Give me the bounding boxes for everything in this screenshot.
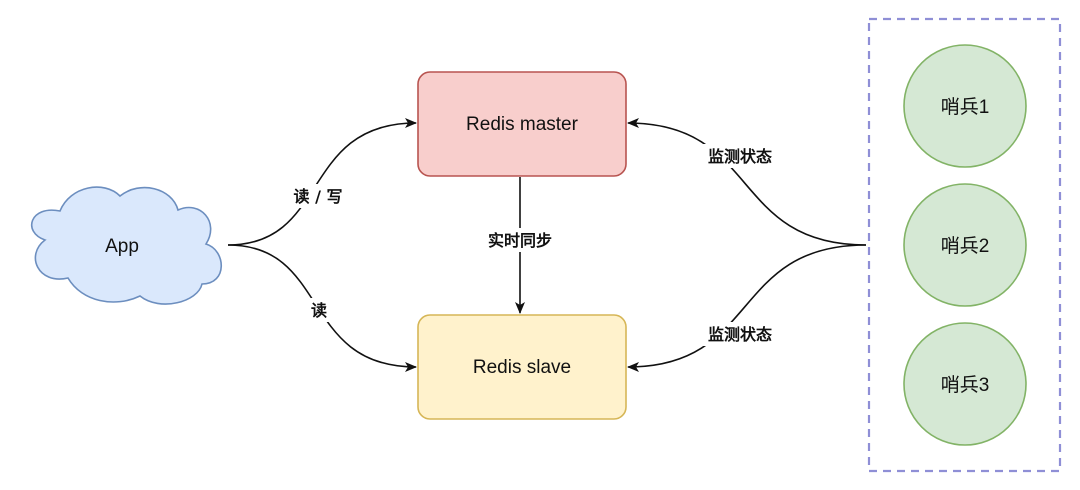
sentinel-node-2: 哨兵2 bbox=[903, 183, 1027, 307]
app-node: App bbox=[30, 186, 222, 305]
app-label: App bbox=[105, 236, 139, 257]
svg-text:读 / 写: 读 / 写 bbox=[294, 187, 343, 206]
edge-label-app-to-slave: 读 bbox=[308, 298, 330, 322]
svg-text:读: 读 bbox=[311, 301, 327, 320]
sentinel-node-3: 哨兵3 bbox=[903, 322, 1027, 446]
edge-label-master-to-slave: 实时同步 bbox=[484, 228, 556, 252]
cloud-shape bbox=[30, 186, 222, 305]
sentinel-3-label: 哨兵3 bbox=[941, 374, 990, 396]
edge-sentinels-to-slave bbox=[627, 244, 867, 372]
edge-label-sentinels-to-master: 监测状态 bbox=[700, 144, 780, 168]
svg-text:监测状态: 监测状态 bbox=[708, 147, 772, 166]
redis-master-node: Redis master bbox=[417, 71, 627, 177]
redis-slave-label: Redis slave bbox=[473, 357, 571, 378]
svg-text:监测状态: 监测状态 bbox=[708, 325, 772, 344]
edge-label-sentinels-to-slave: 监测状态 bbox=[700, 322, 780, 346]
sentinel-node-1: 哨兵1 bbox=[903, 44, 1027, 168]
edge-label-app-to-master: 读 / 写 bbox=[282, 184, 354, 208]
redis-master-label: Redis master bbox=[466, 114, 579, 135]
sentinel-1-label: 哨兵1 bbox=[941, 96, 990, 118]
svg-text:实时同步: 实时同步 bbox=[488, 231, 552, 250]
sentinel-2-label: 哨兵2 bbox=[941, 235, 990, 257]
edge-sentinels-to-master bbox=[627, 118, 867, 246]
redis-slave-node: Redis slave bbox=[417, 314, 627, 420]
